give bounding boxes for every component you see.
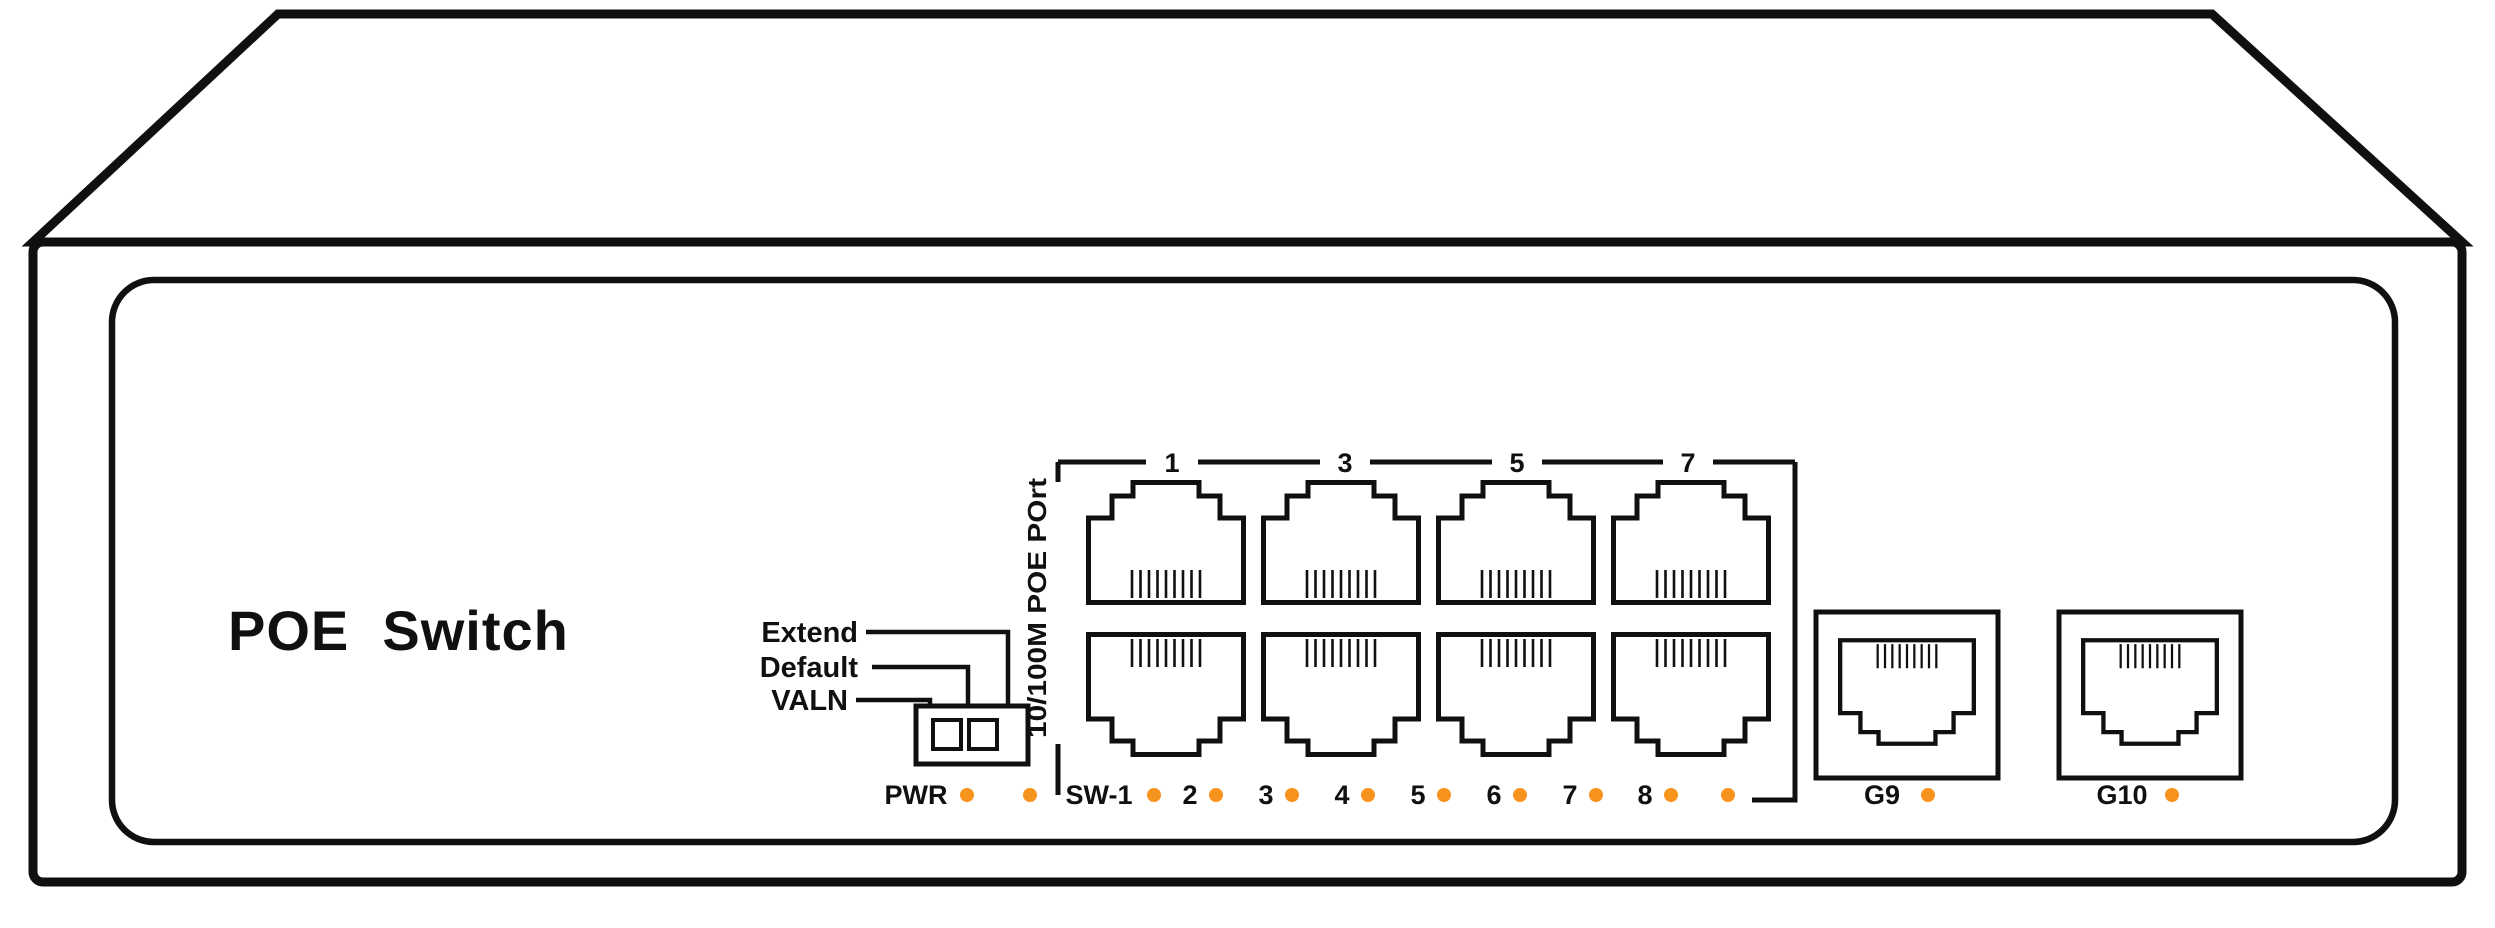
rj45-port-7	[1614, 483, 1769, 603]
led-dot-extra-left	[1023, 788, 1037, 802]
led-label-2: 2	[1182, 780, 1197, 810]
port-led-2	[1209, 788, 1223, 802]
port-led-7	[1589, 788, 1603, 802]
port-number-3: 3	[1337, 448, 1352, 478]
device-title: POE Switch	[228, 599, 569, 662]
rj45-port-3	[1264, 483, 1419, 603]
pwr-label: PWR	[885, 780, 948, 810]
dip-wire-default	[872, 664, 971, 706]
rj45-port-4	[1264, 635, 1419, 755]
port-led-5	[1437, 788, 1451, 802]
port-led-3	[1285, 788, 1299, 802]
port-number-7: 7	[1680, 448, 1695, 478]
rj45-port-5	[1439, 483, 1594, 603]
rj45-port-6	[1439, 635, 1594, 755]
port-led-6	[1513, 788, 1527, 802]
sw1-led	[1147, 788, 1161, 802]
dip-label-default: Default	[760, 652, 859, 684]
led-label-6: 6	[1486, 780, 1501, 810]
dip-toggle-1	[931, 718, 963, 751]
poe-port-group: 1 3 5 7 10/100M POE POrt	[1022, 448, 1798, 803]
port-group-side-label: 10/100M POE POrt	[1022, 478, 1052, 738]
rj45-port-g9	[1840, 640, 1974, 744]
chassis-top-face	[21, 9, 2474, 247]
g9-led	[1921, 788, 1935, 802]
g10-led	[2165, 788, 2179, 802]
dip-wire-extend	[866, 629, 1011, 706]
rj45-port-8	[1614, 635, 1769, 755]
port-led-4	[1361, 788, 1375, 802]
front-panel	[108, 276, 2399, 846]
port-led-8	[1664, 788, 1678, 802]
pwr-led	[960, 788, 974, 802]
dip-switch-group: Extend Default VALN	[760, 617, 1031, 767]
led-label-5: 5	[1410, 780, 1425, 810]
dip-label-extend: Extend	[761, 617, 858, 649]
led-label-3: 3	[1258, 780, 1273, 810]
sw1-label: SW-1	[1066, 780, 1133, 810]
uplink-ports: G9 G10	[1813, 609, 2244, 810]
bracket-right	[1752, 462, 1798, 803]
led-label-7: 7	[1562, 780, 1577, 810]
g10-label: G10	[2096, 780, 2147, 810]
led-label-8: 8	[1637, 780, 1652, 810]
dip-toggle-2	[967, 718, 999, 751]
dip-label-valn: VALN	[771, 685, 848, 717]
led-label-4: 4	[1334, 780, 1349, 810]
led-dot-extra-right	[1721, 788, 1735, 802]
rj45-port-2	[1089, 635, 1244, 755]
led-row: PWR SW-1 2 3 4 5 6 7 8	[885, 780, 1735, 810]
g9-label: G9	[1864, 780, 1900, 810]
rj45-port-1	[1089, 483, 1244, 603]
rj45-port-g10	[2083, 640, 2217, 744]
port-number-5: 5	[1509, 448, 1524, 478]
port-number-1: 1	[1164, 448, 1179, 478]
